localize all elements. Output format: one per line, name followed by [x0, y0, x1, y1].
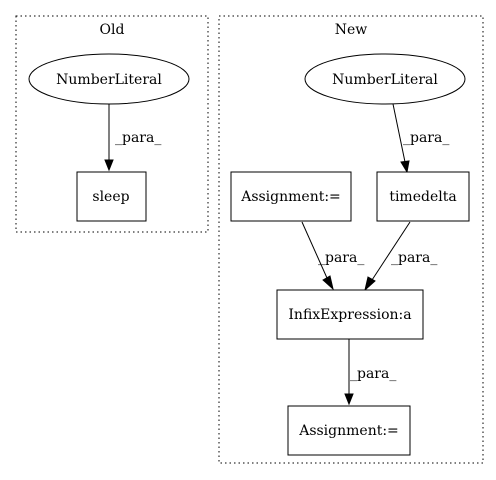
node-label: sleep	[92, 189, 129, 205]
arrow-head	[344, 393, 354, 406]
edge-new-infix-to-assignment: _para_	[344, 338, 396, 406]
node-label: InfixExpression:a	[288, 307, 411, 323]
edge-label: _para_	[403, 130, 449, 146]
edge-line	[392, 103, 406, 163]
arrow-head	[322, 275, 334, 291]
node-shape	[304, 53, 466, 105]
node-new-assignment-top: Assignment:=	[230, 171, 352, 222]
node-label: Assignment:=	[298, 423, 399, 439]
edge-label: _para_	[115, 130, 161, 146]
node-label: timedelta	[389, 189, 456, 205]
cluster-new-border	[218, 15, 484, 464]
node-shape	[230, 171, 352, 222]
arrow-head	[400, 160, 410, 174]
node-new-infix-expression: InfixExpression:a	[276, 289, 424, 340]
edge-line	[371, 221, 411, 281]
node-new-number-literal: NumberLiteral	[304, 53, 466, 105]
cluster-old: Old	[15, 15, 209, 233]
node-new-timedelta: timedelta	[376, 171, 470, 222]
node-old-sleep: sleep	[76, 171, 147, 222]
cluster-old-border	[15, 15, 209, 233]
node-label: Assignment:=	[240, 189, 341, 205]
edge-label: _para_	[350, 366, 396, 382]
node-new-assignment-bottom: Assignment:=	[287, 405, 411, 456]
node-shape	[287, 405, 411, 456]
cluster-new: New	[218, 15, 484, 464]
edge-new-literal-to-timedelta: _para_	[392, 103, 449, 174]
node-shape	[28, 53, 190, 105]
node-shape	[276, 289, 424, 340]
edge-line	[301, 221, 328, 279]
arrow-head	[364, 276, 376, 292]
edge-label: _para_	[391, 250, 437, 266]
edge-new-timedelta-to-infix: _para_	[364, 221, 437, 292]
cluster-new-label: New	[335, 22, 368, 38]
edge-old-literal-to-sleep: _para_	[104, 104, 161, 172]
node-label: NumberLiteral	[332, 72, 438, 88]
edge-label: _para_	[318, 250, 364, 266]
node-shape	[76, 171, 147, 222]
edge-new-assignment-to-infix: _para_	[301, 221, 364, 291]
node-shape	[376, 171, 470, 222]
node-old-number-literal: NumberLiteral	[28, 53, 190, 105]
arrow-head	[104, 159, 114, 172]
cluster-old-label: Old	[100, 22, 125, 38]
node-label: NumberLiteral	[56, 72, 162, 88]
